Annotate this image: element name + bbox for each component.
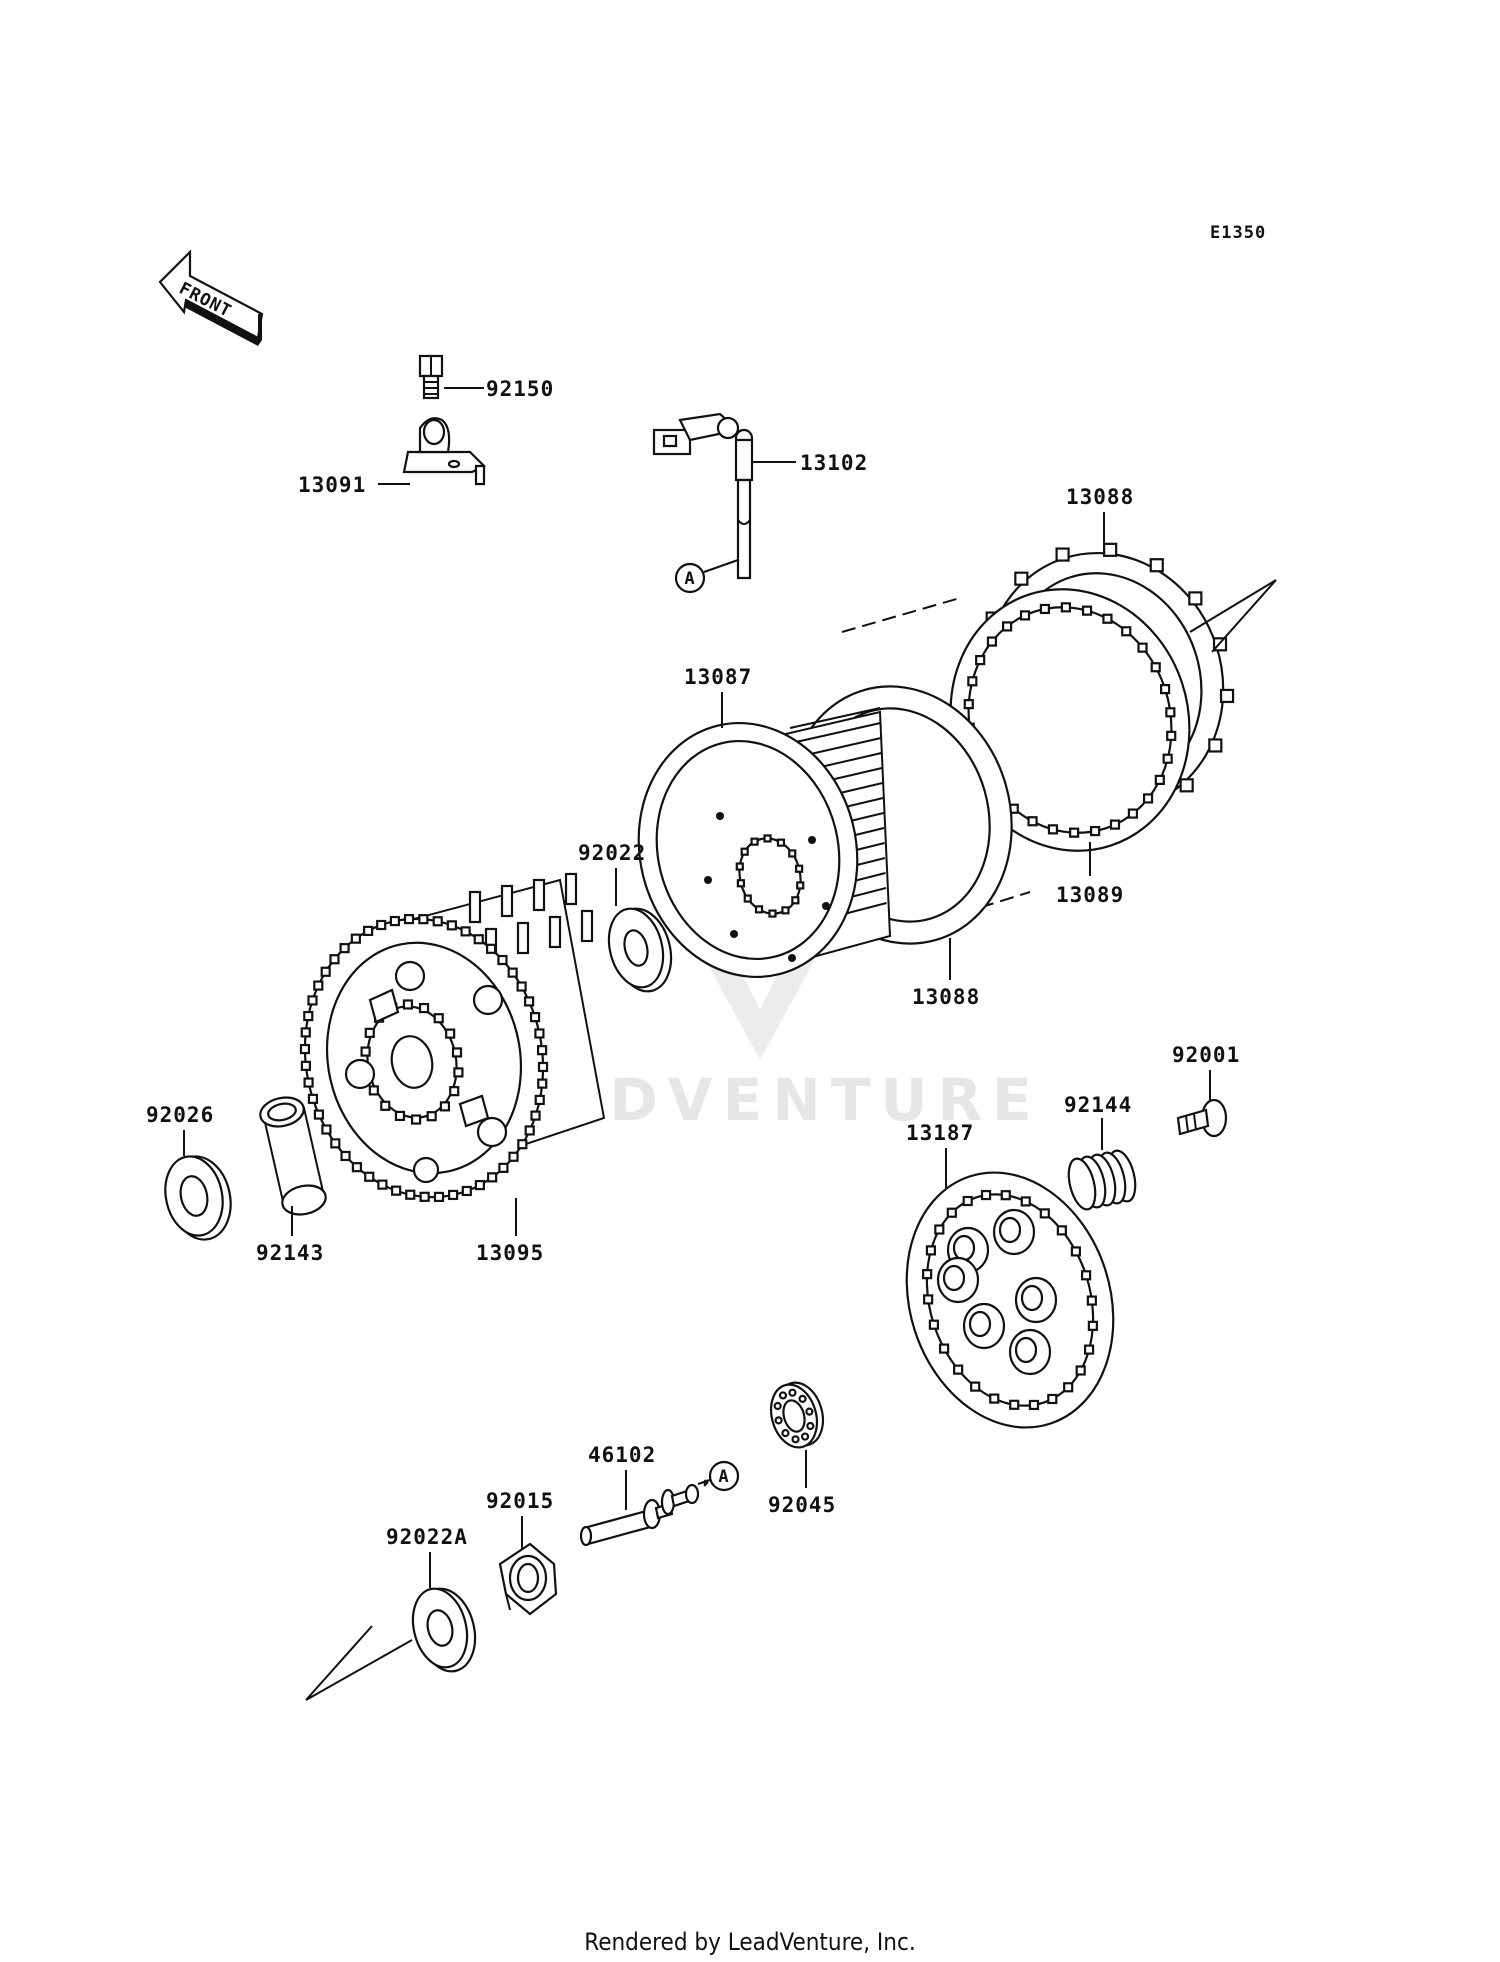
label-92026: 92026 <box>146 1103 214 1127</box>
part-92015-nut <box>498 1542 558 1616</box>
label-13087: 13087 <box>684 665 752 689</box>
label-92022A: 92022A <box>386 1525 468 1549</box>
label-13088-top: 13088 <box>1066 485 1134 509</box>
part-13102-lever-shaft <box>652 412 754 580</box>
part-13095-clutch-housing <box>299 872 606 1202</box>
label-92143: 92143 <box>256 1241 324 1265</box>
part-13089-steel-plate <box>949 588 1191 852</box>
reference-marker-a-bottom-label: A <box>718 1467 729 1487</box>
part-92001-bolt <box>1176 1098 1228 1138</box>
part-92026-washer <box>164 1155 232 1241</box>
label-13088-bottom: 13088 <box>912 985 980 1009</box>
front-arrow-icon: FRONT <box>158 249 264 346</box>
part-13187-pressure-plate <box>905 1171 1115 1429</box>
reference-marker-a-top <box>674 562 706 594</box>
label-13089: 13089 <box>1056 883 1124 907</box>
part-92144-spring <box>1067 1149 1137 1211</box>
label-92001: 92001 <box>1172 1043 1240 1067</box>
label-92045: 92045 <box>768 1493 836 1517</box>
label-92015: 92015 <box>486 1489 554 1513</box>
part-92150-bolt <box>418 354 444 400</box>
part-92045-bearing <box>769 1381 825 1449</box>
part-13087-clutch-hub <box>637 707 892 979</box>
part-92022A-washer <box>411 1587 477 1673</box>
label-13095: 13095 <box>476 1241 544 1265</box>
part-13091-bracket <box>402 417 486 486</box>
footer-credit: Rendered by LeadVenture, Inc. <box>584 1928 915 1956</box>
reference-marker-a-top-label: A <box>684 569 695 589</box>
label-92022: 92022 <box>578 841 646 865</box>
part-92022-washer <box>607 907 673 993</box>
diagram-code: E1350 <box>1210 223 1266 243</box>
label-92144: 92144 <box>1064 1093 1132 1117</box>
reference-marker-a-bottom <box>708 1460 740 1492</box>
label-92150: 92150 <box>486 377 554 401</box>
label-13102: 13102 <box>800 451 868 475</box>
label-13091: 13091 <box>298 473 366 497</box>
label-46102: 46102 <box>588 1443 656 1467</box>
label-13187: 13187 <box>906 1121 974 1145</box>
part-46102-push-rod <box>579 1483 700 1547</box>
part-92143-collar <box>259 1096 327 1216</box>
